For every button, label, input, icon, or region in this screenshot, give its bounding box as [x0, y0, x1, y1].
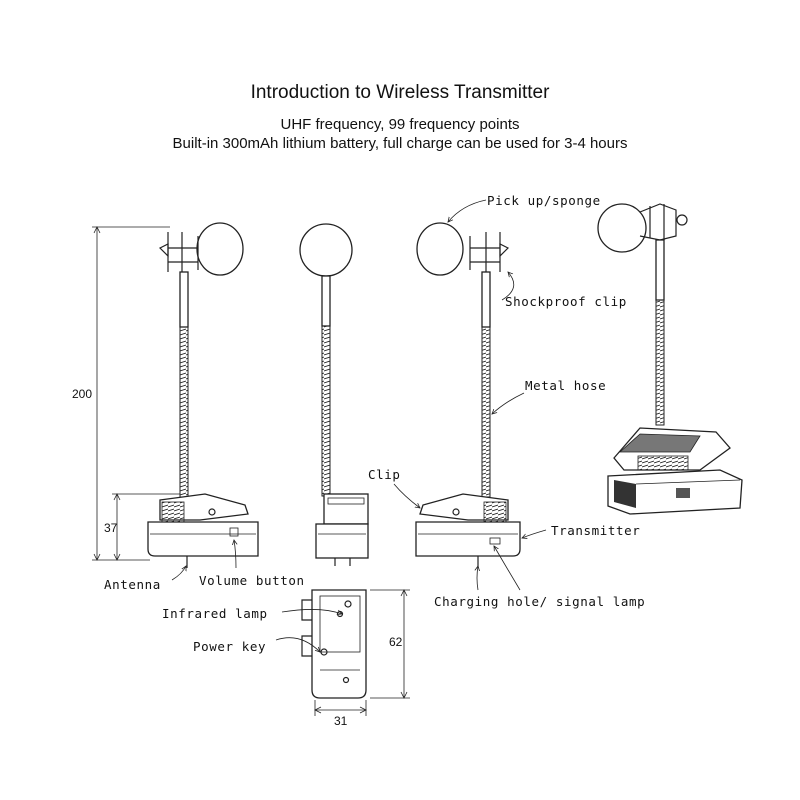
diagram-title: Introduction to Wireless Transmitter	[250, 82, 550, 103]
spec-battery: Built-in 300mAh lithium battery, full ch…	[172, 135, 628, 152]
dimension-31-label: 31	[334, 714, 348, 728]
label-power-key: Power key	[193, 639, 266, 654]
dimension-37-label: 37	[104, 521, 118, 535]
transmitter-perspective-view	[597, 203, 743, 515]
dimension-clip-height: 37	[104, 493, 180, 561]
label-clip: Clip	[368, 467, 401, 482]
dimension-total-height: 200	[72, 226, 170, 561]
spec-frequency: UHF frequency, 99 frequency points	[280, 116, 520, 133]
transmitter-side-view	[147, 222, 259, 568]
dimension-62-label: 62	[389, 635, 403, 649]
label-shockproof-clip: Shockproof clip	[505, 294, 627, 309]
label-metal-hose: Metal hose	[525, 378, 606, 393]
callout-lines	[171, 199, 547, 652]
transmitter-top-detail: 62 31	[301, 589, 410, 728]
label-transmitter: Transmitter	[551, 523, 640, 538]
dimension-200-label: 200	[72, 387, 92, 401]
label-infrared-lamp: Infrared lamp	[162, 606, 268, 621]
label-antenna: Antenna	[104, 577, 161, 592]
label-pickup-sponge: Pick up/sponge	[487, 193, 601, 208]
label-charging-hole: Charging hole/ signal lamp	[434, 594, 645, 609]
transmitter-front-view	[299, 223, 369, 566]
transmitter-labeled-view	[415, 222, 521, 568]
label-volume-button: Volume button	[199, 573, 305, 588]
